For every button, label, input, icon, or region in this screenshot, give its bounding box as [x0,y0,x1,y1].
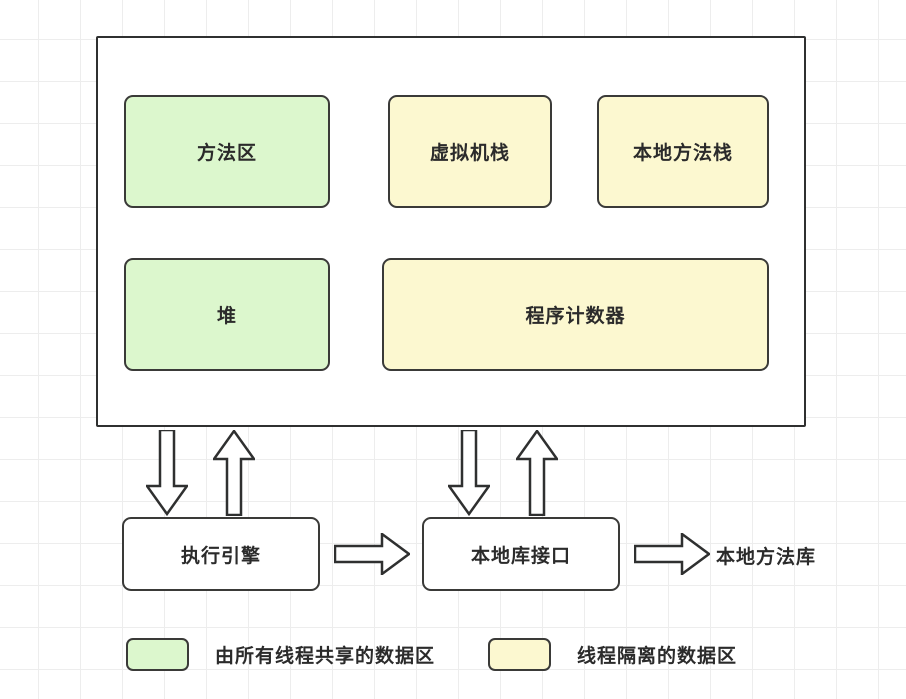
legend-item-isolated: 线程隔离的数据区 [488,638,737,671]
memory-box-vm-stack[interactable]: 虚拟机栈 [388,95,552,208]
legend-swatch-isolated-icon [488,638,551,671]
memory-box-label: 程序计数器 [525,306,626,327]
memory-box-heap[interactable]: 堆 [124,258,330,371]
box-execution-engine[interactable]: 执行引擎 [122,517,320,591]
memory-box-label: 本地方法栈 [632,143,733,164]
memory-box-label: 方法区 [196,143,257,164]
memory-box-program-counter[interactable]: 程序计数器 [382,258,769,371]
legend-label-isolated: 线程隔离的数据区 [577,646,738,667]
arrow-up-exec-engine-icon [213,430,255,516]
arrow-down-native-interface-icon [448,430,490,516]
arrow-up-native-interface-icon [516,430,558,516]
memory-box-method-area[interactable]: 方法区 [124,95,330,208]
box-label: 执行引擎 [180,545,261,567]
legend-item-shared: 由所有线程共享的数据区 [126,638,435,671]
arrow-right-native-to-library-icon [634,533,710,575]
box-native-library-interface[interactable]: 本地库接口 [422,517,620,591]
memory-box-native-method-stack[interactable]: 本地方法栈 [597,95,769,208]
arrow-right-exec-to-native-icon [334,533,410,575]
legend-swatch-shared-icon [126,638,189,671]
box-label: 本地库接口 [470,545,571,567]
legend-label-shared: 由所有线程共享的数据区 [215,646,436,667]
label-native-method-library: 本地方法库 [716,542,816,569]
arrow-down-exec-engine-icon [146,430,188,516]
memory-box-label: 虚拟机栈 [429,143,510,164]
memory-box-label: 堆 [216,306,237,327]
label-text: 本地方法库 [716,547,817,568]
